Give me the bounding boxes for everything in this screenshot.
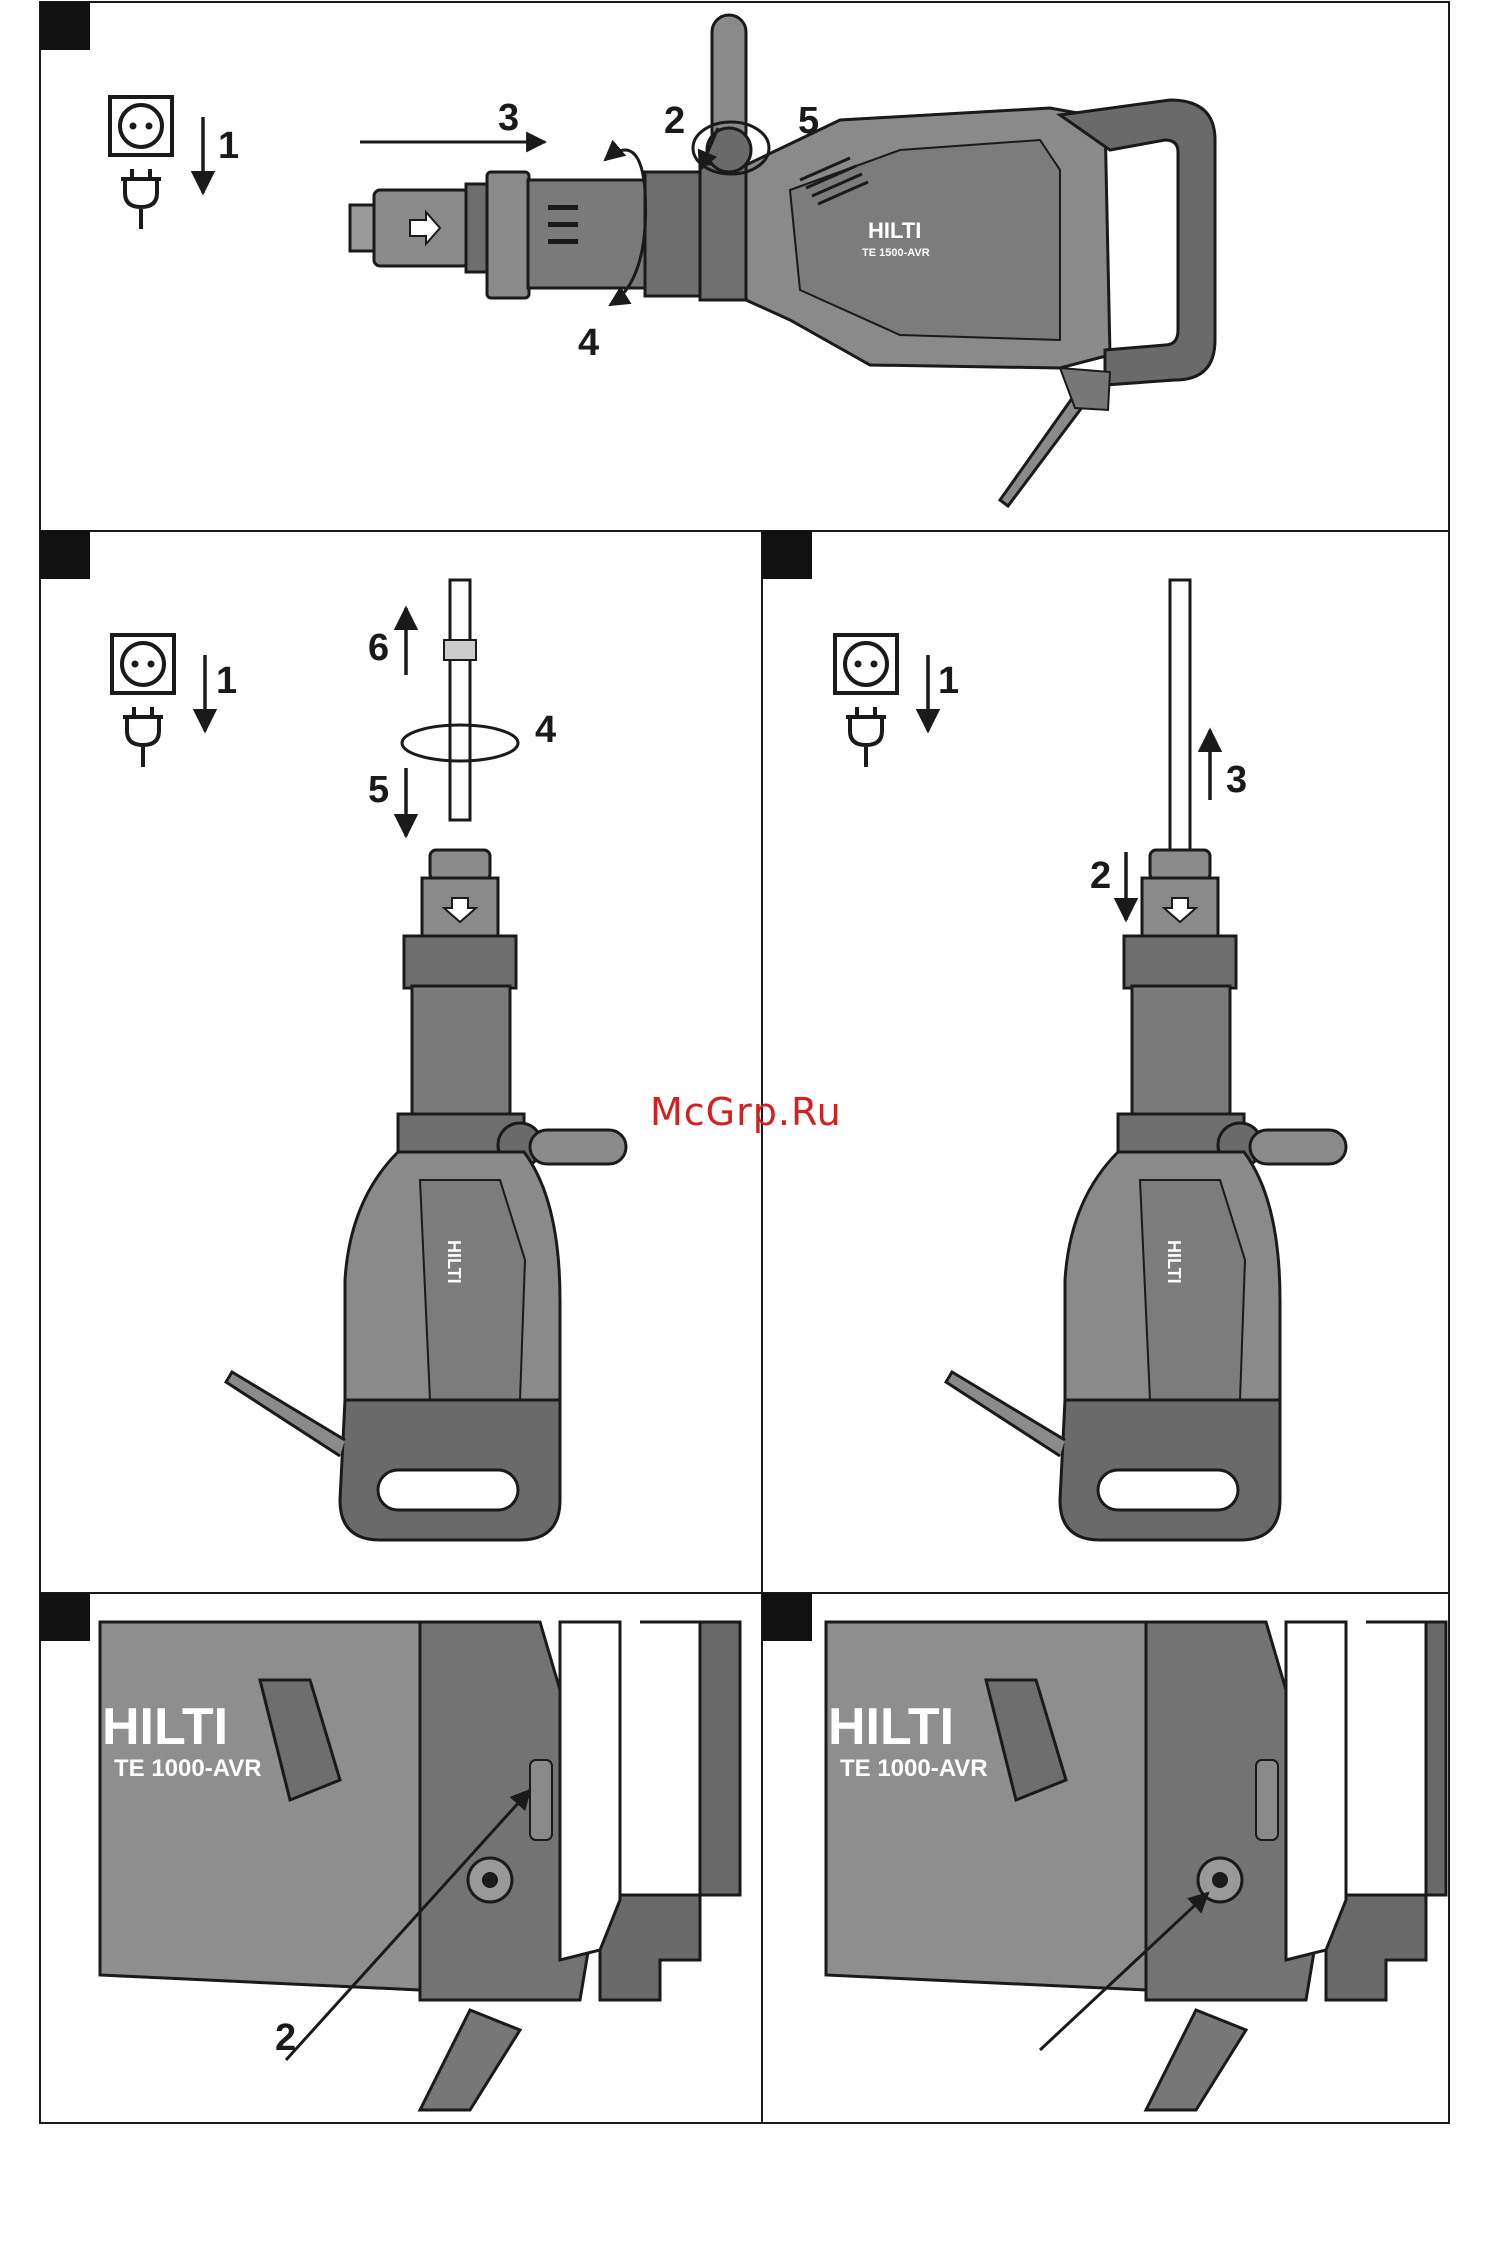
breaker-vertical-2: HILTI [946, 850, 1346, 1540]
chisel-bit [444, 580, 476, 820]
p3-step-2: 2 [1090, 855, 1111, 897]
p2-step-4: 4 [535, 709, 556, 751]
p1-step-3: 3 [498, 97, 519, 139]
p2-step-6: 6 [368, 627, 389, 669]
logo-text-vertical: HILTI [444, 1240, 464, 1284]
panel-1: 1 HILTI TE 1500-A [110, 15, 1215, 506]
logo-text: HILTI [868, 218, 921, 243]
p2-step-1: 1 [216, 660, 237, 702]
logo-text-closeup: HILTI [102, 1698, 228, 1756]
p1-step-2: 2 [664, 100, 685, 142]
model-text: TE 1500-AVR [862, 247, 930, 259]
p3-step-3: 3 [1226, 759, 1247, 801]
watermark: McGrp.Ru [650, 1090, 842, 1134]
model-text-closeup: TE 1000-AVR [840, 1755, 988, 1782]
panel-4: HILTI TE 1000-AVR 2 [100, 1622, 740, 2110]
p3-step-1: 1 [938, 660, 959, 702]
power-socket-icon [835, 635, 928, 767]
p4-step-2: 2 [275, 2017, 296, 2059]
breaker-vertical: HILTI [226, 850, 626, 1540]
p1-step-4: 4 [578, 322, 599, 364]
power-socket-icon [110, 97, 203, 229]
panel-5: HILTI TE 1000-AVR [826, 1622, 1446, 2110]
model-text-closeup: TE 1000-AVR [114, 1755, 262, 1782]
p2-step-5: 5 [368, 769, 389, 811]
power-socket-icon [112, 635, 205, 767]
panel-2: 1 6 4 5 HILTI [112, 580, 626, 1540]
logo-text-vertical: HILTI [1164, 1240, 1184, 1284]
p1-step-1: 1 [218, 125, 239, 167]
panel-3: 1 3 2 HILTI [835, 580, 1346, 1540]
breaker-horizontal: HILTI TE 1500-AVR [350, 15, 1215, 506]
logo-text-closeup: HILTI [828, 1698, 954, 1756]
p1-step-5: 5 [798, 100, 819, 142]
